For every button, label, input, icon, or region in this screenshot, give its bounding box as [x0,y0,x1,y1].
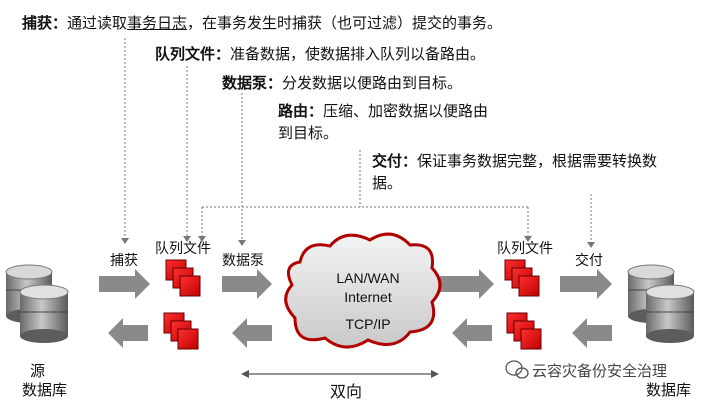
target-database-icon [627,264,695,343]
capture-label: 捕获 [110,253,138,269]
trail-text: 准备数据，使数据排入队列以备路由。 [230,45,486,63]
arrow-deliver [560,269,612,299]
trail-description: 队列文件：准备数据，使数据排入队列以备路由。 [155,43,485,65]
capture-term: 捕获： [22,14,68,32]
capture-text-after: ，在事务发生时捕获（也可过滤）提交的事务。 [187,14,503,32]
deliver-term: 交付： [372,152,418,170]
bidirectional-arrow [241,370,439,378]
pump-description: 数据泵：分发数据以便路由到目标。 [222,72,462,94]
trail-right-label: 队列文件 [497,241,553,257]
trail-files-left-bottom-icon [163,312,199,350]
capture-text-underlined: 事务日志 [127,14,188,32]
trail-files-right-bottom-icon [506,312,542,350]
target-label-line2: 数据库 [646,381,692,399]
cloud-label-tcp-ip: TCP/IP [345,316,391,332]
dotted-connectors [124,38,592,242]
pump-label: 数据泵 [222,253,264,269]
arrow-to-right-trail [440,269,494,299]
connector-arrowheads [121,236,595,248]
watermark-text: 云容灾备份安全治理 [532,362,668,380]
arrow-return-left-db [108,318,148,348]
trail-term: 队列文件： [155,45,231,63]
deliver-text-line2: 据。 [372,174,403,192]
wechat-logo-icon [505,360,529,379]
capture-description: 捕获：通过读取事务日志，在事务发生时捕获（也可过滤）提交的事务。 [22,12,502,34]
deliver-label: 交付 [575,253,603,269]
deliver-text-line1: 保证事务数据完整，根据需要转换数 [417,152,658,170]
cloud-label-lan-wan: LAN/WAN [336,270,400,286]
arrow-pump [222,269,272,299]
pump-term: 数据泵： [222,74,283,92]
trail-files-right-top-icon [504,259,540,297]
route-term: 路由： [278,102,324,120]
trail-files-left-top-icon [165,259,201,297]
deliver-description: 交付：保证事务数据完整，根据需要转换数 据。 [372,150,657,194]
route-text-line2: 到目标。 [278,124,339,142]
network-cloud-icon [284,232,442,349]
route-text-line1: 压缩、加密数据以便路由 [323,102,489,120]
arrow-return-right-db [572,318,612,348]
pump-text: 分发数据以便路由到目标。 [282,74,463,92]
arrow-return-left-trail [232,318,272,348]
route-description: 路由：压缩、加密数据以便路由 到目标。 [278,100,488,144]
arrow-return-cloud [452,318,492,348]
source-label-line1: 源 [30,362,46,380]
trail-left-label: 队列文件 [155,241,211,257]
cloud-label-internet: Internet [344,289,392,305]
source-label-line2: 数据库 [22,381,68,399]
capture-text-before: 通过读取 [67,14,128,32]
bidirectional-label: 双向 [330,382,363,401]
source-database-icon [5,264,69,343]
arrow-capture [99,269,150,299]
